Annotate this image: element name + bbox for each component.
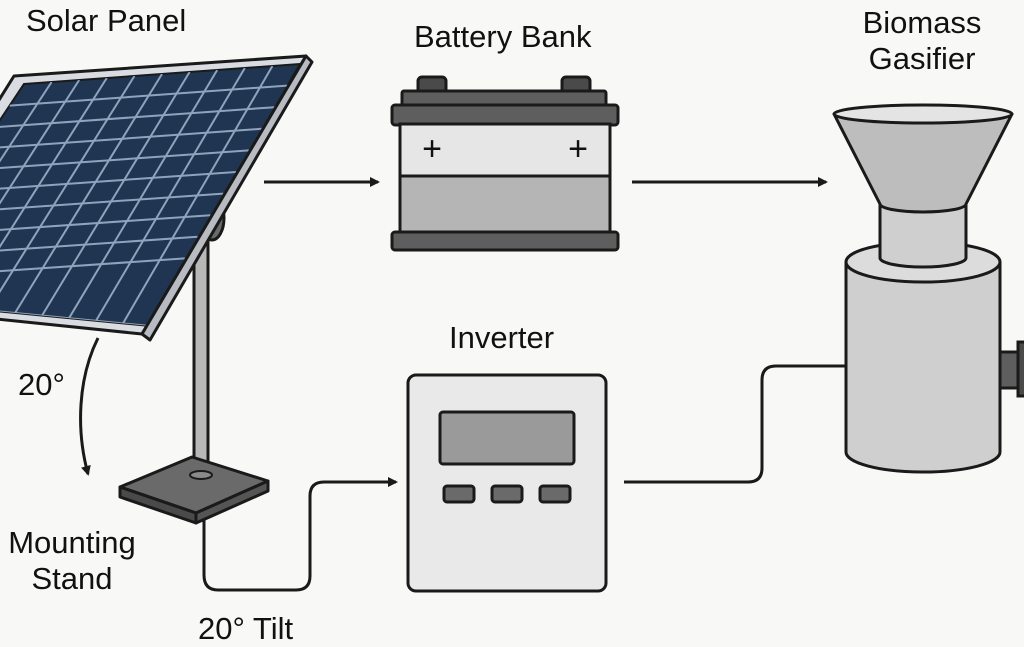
solar-panel-icon [0,54,314,342]
label-biomass-gasifier: Biomass Gasifier [846,5,998,76]
gasifier-neck [878,198,968,269]
inverter-button-2 [490,484,524,504]
panel-grid [0,65,288,326]
gasifier-icon [832,103,1024,474]
gasifier-hopper-rim [832,103,1014,125]
label-battery-bank: Battery Bank [414,19,592,54]
stand-base-side-right [194,479,270,525]
inverter-screen [438,410,576,466]
battery-plus-left: + [422,130,442,168]
inverter-button-3 [538,484,572,504]
label-solar-panel: Solar Panel [26,3,187,38]
gasifier-hopper [832,112,1014,214]
battery-plus-right: + [568,130,588,168]
stand-pole [192,226,210,480]
tilt-angle-arrow [79,337,100,476]
label-mount-line2: Stand [31,560,113,596]
mounting-stand-icon [118,194,270,525]
battery-top-band [390,103,620,127]
label-gasifier-line1: Biomass [862,5,982,40]
gasifier-outlet-flange [1016,340,1024,398]
cable-stand-to-inverter [202,477,398,592]
label-tilt: 20° Tilt [198,611,294,646]
stand-footing [189,470,213,480]
label-angle: 20° [18,367,65,402]
battery-icon: + + [390,75,620,252]
inverter-button-1 [442,484,476,504]
label-mounting-stand: Mounting Stand [0,525,158,596]
inverter-body [406,373,608,593]
label-inverter: Inverter [449,320,555,355]
cable-inverter-to-gasifier [624,364,846,484]
panel-edge [140,54,314,342]
battery-lower-body [398,174,612,234]
gasifier-cylinder [844,260,1002,474]
label-gasifier-line2: Gasifier [868,40,976,76]
battery-bottom-band [390,230,620,252]
inverter-icon [406,373,608,593]
label-mount-line1: Mounting [8,525,136,560]
